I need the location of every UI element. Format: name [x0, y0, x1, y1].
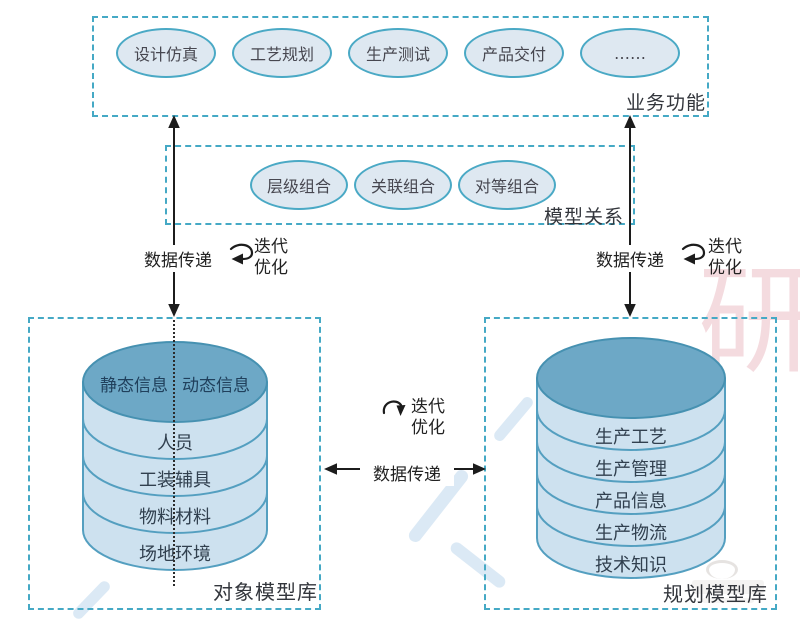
cylinder-separator: [536, 505, 726, 547]
right-iterate-optimize-label: 迭代 优化: [708, 237, 742, 279]
object-model-top-labels: 静态信息 动态信息: [80, 371, 270, 396]
cylinder-top: [536, 337, 726, 419]
business-functions-label: 业务功能: [625, 92, 706, 114]
right-iterate-arrow-icon: [681, 243, 706, 265]
model-relation-ellipse: 层级组合: [250, 160, 348, 210]
cylinder-top: [82, 341, 268, 423]
planning-layer-label: 生产管理: [595, 459, 667, 480]
watermark-emblem: [688, 560, 778, 606]
cylinder-separator: [82, 492, 268, 534]
dynamic-info-label: 动态信息: [182, 376, 250, 396]
optimize-line: 优化: [708, 258, 742, 278]
cylinder-separator: [82, 455, 268, 497]
business-functions-row: 设计仿真 工艺规划 生产测试 产品交付 ……: [116, 28, 680, 78]
model-relations-row: 层级组合 关联组合 对等组合: [250, 160, 556, 210]
right-vertical-arrow: [624, 115, 636, 317]
cylinder-separator: [536, 441, 726, 483]
iterate-line: 迭代: [254, 237, 288, 257]
middle-iterate-optimize-label: 迭代 优化: [411, 397, 445, 439]
cylinder-body: [536, 378, 726, 579]
business-function-ellipse: 设计仿真: [116, 28, 216, 78]
middle-iterate-arrow-icon: [382, 400, 406, 416]
planning-model-library-label: 规划模型库: [663, 582, 768, 606]
cylinder-separator: [82, 418, 268, 460]
object-model-library-box: [28, 317, 321, 610]
planning-layer-label: 生产物流: [595, 523, 667, 544]
object-layer-label: 场地环境: [139, 544, 211, 565]
planning-model-library-box: [484, 317, 777, 610]
business-function-ellipse: 工艺规划: [232, 28, 332, 78]
cylinder-body: [82, 382, 268, 571]
business-functions-box: [92, 16, 709, 117]
object-layer-label: 人员: [157, 433, 193, 454]
planning-layer-label: 生产工艺: [595, 427, 667, 448]
object-model-cylinder: [82, 341, 268, 571]
middle-data-transfer-label: 数据传递: [360, 459, 454, 486]
left-vertical-arrow: [168, 115, 180, 317]
iterate-line: 迭代: [708, 237, 742, 257]
right-data-transfer-label: 数据传递: [582, 245, 678, 272]
business-function-ellipse: 生产测试: [348, 28, 448, 78]
left-data-transfer-label: 数据传递: [130, 245, 226, 272]
static-info-label: 静态信息: [100, 376, 168, 396]
object-layer-label: 物料材料: [139, 507, 211, 528]
planning-layer-label: 产品信息: [595, 491, 667, 512]
business-function-ellipse: 产品交付: [464, 28, 564, 78]
cylinder-separator: [536, 473, 726, 515]
business-function-ellipse-more: ……: [580, 28, 680, 78]
cylinder-separator: [536, 409, 726, 451]
left-iterate-arrow-icon: [229, 243, 254, 265]
iterate-line: 迭代: [411, 397, 445, 417]
optimize-line: 优化: [254, 258, 288, 278]
object-layer-label: 工装辅具: [139, 470, 211, 491]
object-model-library-label: 对象模型库: [213, 580, 318, 604]
model-relation-ellipse: 关联组合: [354, 160, 452, 210]
model-relations-box: [165, 145, 635, 225]
optimize-line: 优化: [411, 418, 445, 438]
model-relations-label: 模型关系: [543, 206, 624, 228]
static-dynamic-divider-line: [173, 320, 175, 586]
left-iterate-optimize-label: 迭代 优化: [254, 237, 288, 279]
planning-model-cylinder: [536, 337, 726, 579]
model-relation-ellipse: 对等组合: [458, 160, 556, 210]
planning-layer-label: 技术知识: [595, 555, 667, 576]
